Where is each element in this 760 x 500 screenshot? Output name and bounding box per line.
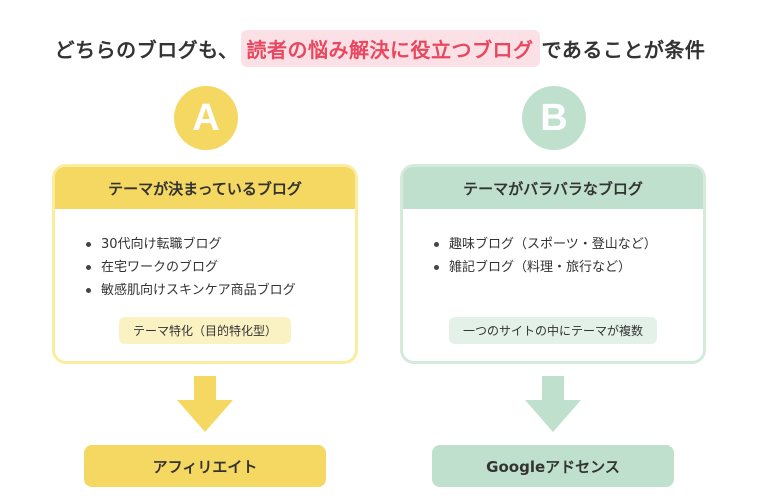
list-item: 趣味ブログ（スポーツ・登山など） xyxy=(434,233,703,256)
list-item: 在宅ワークのブログ xyxy=(86,256,355,279)
card-a: テーマが決まっているブログ 30代向け転職ブログ 在宅ワークのブログ 敏感肌向け… xyxy=(52,164,358,364)
badge-b: B xyxy=(522,86,586,150)
arrow-down-icon xyxy=(177,376,233,432)
headline-suffix: であることが条件 xyxy=(541,38,706,62)
headline-prefix: どちらのブログも、 xyxy=(54,38,239,62)
headline-highlight: 読者の悩み解決に役立つブログ xyxy=(240,30,540,67)
badge-a: A xyxy=(174,86,238,150)
card-b: テーマがバラバラなブログ 趣味ブログ（スポーツ・登山など） 雑記ブログ（料理・旅… xyxy=(400,164,706,364)
arrow-down-icon xyxy=(525,376,581,432)
result-b: Googleアドセンス xyxy=(432,445,674,487)
list-item: 敏感肌向けスキンケア商品ブログ xyxy=(86,279,355,302)
list-item: 雑記ブログ（料理・旅行など） xyxy=(434,256,703,279)
list-item: 30代向け転職ブログ xyxy=(86,233,355,256)
result-a: アフィリエイト xyxy=(84,445,326,487)
card-b-title: テーマがバラバラなブログ xyxy=(403,167,703,209)
card-b-list: 趣味ブログ（スポーツ・登山など） 雑記ブログ（料理・旅行など） xyxy=(403,233,703,279)
card-a-list: 30代向け転職ブログ 在宅ワークのブログ 敏感肌向けスキンケア商品ブログ xyxy=(55,233,355,302)
card-a-tag: テーマ特化（目的特化型） xyxy=(118,317,292,344)
headline: どちらのブログも、読者の悩み解決に役立つブログであることが条件 xyxy=(0,30,760,67)
card-b-tag: 一つのサイトの中にテーマが複数 xyxy=(448,317,658,344)
card-a-title: テーマが決まっているブログ xyxy=(55,167,355,209)
